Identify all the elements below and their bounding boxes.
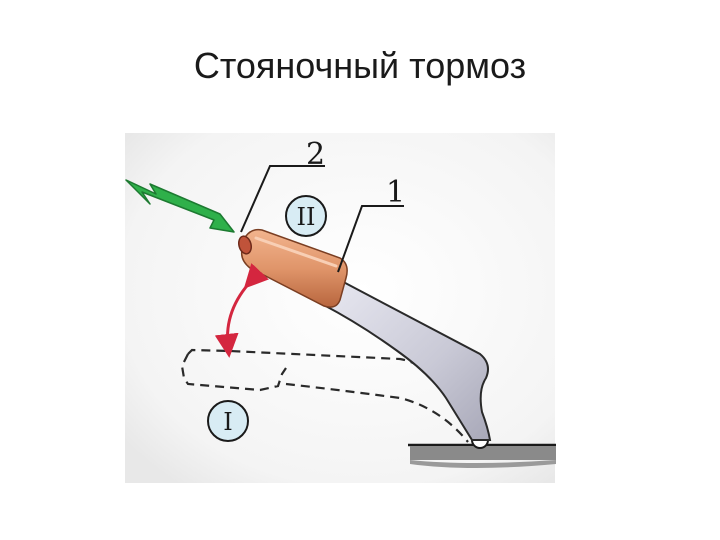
lever-grip	[240, 228, 348, 308]
position-label-lowered: I	[223, 408, 232, 436]
parking-brake-diagram: 2 1 II I	[110, 128, 570, 488]
position-badge-lowered: I	[207, 400, 249, 442]
callout-2-label: 2	[306, 137, 325, 172]
green-arrow-icon	[125, 179, 235, 233]
position-badge-raised: II	[285, 195, 327, 237]
callout-1-label: 1	[386, 175, 405, 210]
slide-title: Стояночный тормоз	[193, 45, 527, 86]
double-headed-curved-arrow-icon	[214, 263, 269, 358]
release-button	[238, 235, 252, 255]
diagram-canvas: 2 1 II I	[125, 133, 556, 483]
callout-1-leader	[337, 205, 404, 273]
lever-body	[320, 274, 492, 441]
callout-2-leader	[240, 165, 325, 233]
position-label-raised: II	[297, 203, 316, 231]
